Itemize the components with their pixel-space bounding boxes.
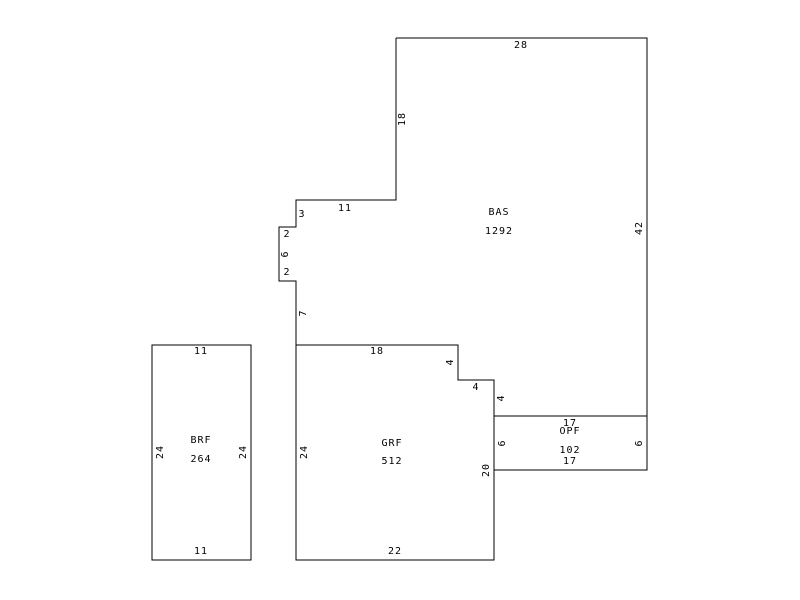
- dim-grf-notch-top: 4: [472, 382, 479, 393]
- dim-grf-top: 18: [370, 346, 384, 357]
- dim-opf-left: 6: [497, 439, 508, 446]
- dim-bas-notch-right: 4: [496, 394, 507, 401]
- dim-bas-lower-left: 7: [298, 309, 309, 316]
- opf-outline: [494, 415, 648, 471]
- bas-area-label: 1292: [485, 226, 513, 237]
- dim-grf-notch-side: 4: [445, 358, 456, 365]
- brf-area-label: 264: [190, 454, 211, 465]
- dim-bas-bay-bottom: 2: [283, 267, 290, 278]
- dim-bas-bay-side: 6: [280, 250, 291, 257]
- dim-brf-left: 24: [155, 445, 166, 459]
- opf-code-label: OPF: [559, 426, 580, 437]
- dim-opf-bottom: 17: [563, 456, 577, 467]
- dim-bas-bay-top: 2: [283, 229, 290, 240]
- dim-opf-top: 17: [563, 418, 577, 429]
- bas-code-label: BAS: [488, 207, 509, 218]
- brf-outline: [151, 344, 252, 561]
- dim-bas-step-side: 3: [298, 209, 305, 220]
- bas-outline: [278, 37, 648, 417]
- grf-outline: [295, 344, 495, 561]
- opf-area-label: 102: [559, 445, 580, 456]
- dim-brf-bottom: 11: [194, 546, 208, 557]
- dim-bas-step-top: 11: [338, 203, 352, 214]
- dim-brf-top: 11: [194, 346, 208, 357]
- dim-opf-right: 6: [634, 439, 645, 446]
- brf-code-label: BRF: [190, 435, 211, 446]
- dim-grf-right: 20: [481, 463, 492, 477]
- grf-code-label: GRF: [381, 438, 402, 449]
- dim-brf-right: 24: [238, 445, 249, 459]
- dim-bas-top: 28: [514, 40, 528, 51]
- grf-area-label: 512: [381, 456, 402, 467]
- dim-bas-upper-left: 18: [397, 112, 408, 126]
- dim-bas-right: 42: [634, 221, 645, 235]
- dim-grf-left: 24: [299, 445, 310, 459]
- dim-grf-bottom: 22: [388, 546, 402, 557]
